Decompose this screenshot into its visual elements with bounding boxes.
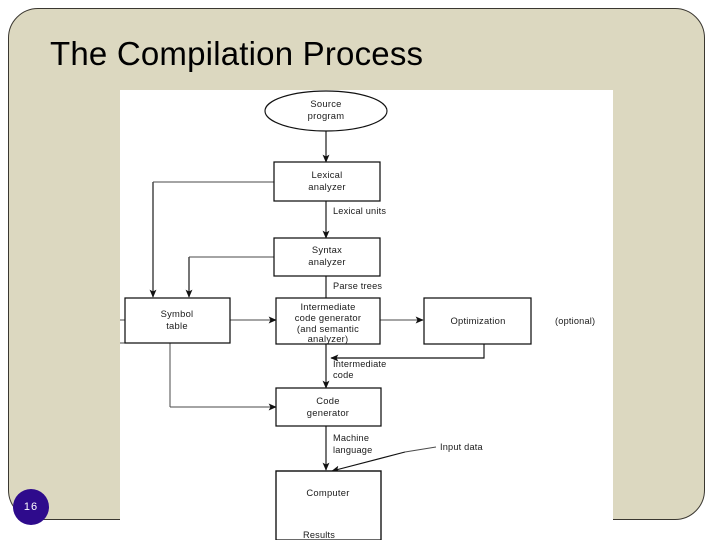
node-lexical-analyzer-line1: Lexical bbox=[312, 169, 343, 180]
node-source-program: Source program bbox=[264, 90, 388, 132]
node-optimization-label: Optimization bbox=[450, 315, 505, 326]
node-optimization: Optimization bbox=[423, 297, 532, 345]
node-intermediate-line2: code generator bbox=[295, 312, 362, 323]
node-source-program-line1: Source bbox=[310, 98, 341, 109]
edge-input-data-to-computer bbox=[331, 451, 406, 473]
node-symbol-table-line1: Symbol bbox=[161, 308, 194, 319]
node-intermediate-line3: (and semantic bbox=[297, 323, 359, 334]
node-code-generator-line2: generator bbox=[307, 407, 349, 418]
edge-label-input-data: Input data bbox=[440, 442, 484, 452]
edge-label-parse-trees: Parse trees bbox=[333, 281, 382, 291]
diagram-svg: Source program Lexical analyzer Syntax a… bbox=[120, 90, 595, 540]
node-intermediate-code-generator: Intermediate code generator (and semanti… bbox=[275, 297, 381, 345]
edge-input-data-leader bbox=[404, 446, 437, 453]
edge-label-machine-language-1: Machine bbox=[333, 433, 369, 443]
node-syntax-analyzer: Syntax analyzer bbox=[273, 237, 381, 277]
compilation-process-diagram: Source program Lexical analyzer Syntax a… bbox=[120, 90, 613, 540]
edge-label-lexical-units: Lexical units bbox=[333, 206, 386, 216]
node-source-program-line2: program bbox=[308, 110, 345, 121]
node-lexical-analyzer-line2: analyzer bbox=[308, 181, 345, 192]
node-computer-label: Computer bbox=[306, 487, 349, 498]
node-syntax-analyzer-line1: Syntax bbox=[312, 244, 342, 255]
edge-label-intermediate-code-2: code bbox=[333, 370, 354, 380]
edge-label-results: Results bbox=[303, 530, 335, 540]
node-intermediate-line1: Intermediate bbox=[300, 301, 355, 312]
page-title: The Compilation Process bbox=[50, 35, 424, 72]
page-number-badge: 16 bbox=[13, 489, 49, 525]
node-computer: Computer bbox=[275, 470, 382, 540]
node-intermediate-line4: analyzer) bbox=[308, 333, 349, 344]
node-code-generator: Code generator bbox=[275, 387, 382, 427]
node-code-generator-line1: Code bbox=[316, 395, 339, 406]
edge-optimization-feedback bbox=[330, 344, 485, 362]
edge-label-machine-language-2: language bbox=[333, 445, 372, 455]
node-syntax-analyzer-line2: analyzer bbox=[308, 256, 345, 267]
annotation-optional: (optional) bbox=[555, 316, 595, 326]
node-lexical-analyzer: Lexical analyzer bbox=[273, 161, 381, 202]
node-symbol-table: Symbol table bbox=[124, 297, 231, 344]
node-symbol-table-line2: table bbox=[166, 320, 188, 331]
edge-label-intermediate-code-1: Intermediate bbox=[333, 359, 386, 369]
